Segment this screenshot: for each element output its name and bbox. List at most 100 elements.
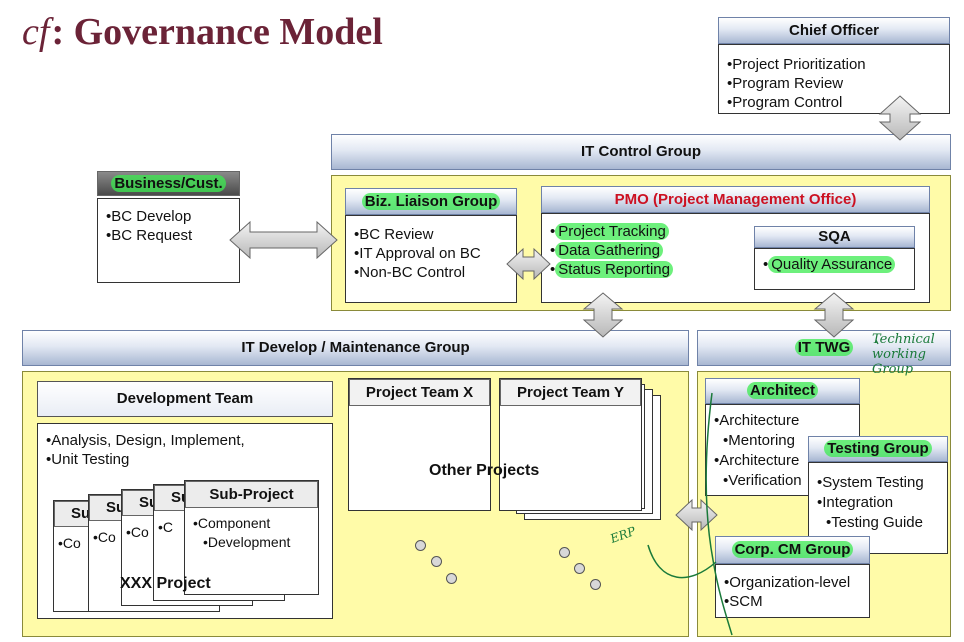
project-team-y: Project Team Y [499,378,642,511]
subproject-back-item: •Co [58,535,81,551]
architect-item: Mentoring [714,431,851,451]
biz-liaison-box: BC Review IT Approval on BC Non-BC Contr… [345,215,517,303]
subproject-back-item-text: C [162,519,174,535]
pmo-item: Project Tracking [550,222,921,241]
subproject-item-text: Development [207,534,291,550]
corp-cm-box: Organization-level SCM [715,564,870,618]
subproject-back-item-text: Co [62,535,81,551]
project-team-x: Project Team X [348,378,491,511]
subproject-back-item-text: Co [97,529,116,545]
business-item: BC Request [106,226,231,245]
business-item: BC Develop [106,207,231,226]
it-control-group-title: IT Control Group [581,143,701,160]
testing-item: System Testing [817,473,939,493]
corp-cm-item-text: SCM [729,593,763,610]
dev-team-item: Analysis, Design, Implement, [46,431,324,450]
subproject-back-item: •Co [126,524,149,540]
subproject-back-item-text: Co [130,524,149,540]
project-team-x-header: Project Team X [349,379,490,406]
pen-stroke [875,339,879,345]
sqa-header: SQA [754,226,915,248]
it-develop-header: IT Develop / Maintenance Group [22,330,689,366]
pmo-title: PMO (Project Management Office) [614,191,857,208]
chief-officer-box: Project Prioritization Program Review Pr… [718,44,950,114]
handwriting-line: Group [872,362,914,377]
handwritten-note-twg: Technical working Group [872,332,935,377]
title-text: : Governance Model [51,11,383,53]
chief-officer-title: Chief Officer [788,22,879,39]
pen-stroke [647,544,717,579]
pmo-item-text: Data Gathering [555,242,663,259]
architect-item: Architecture [714,411,851,431]
handwriting-line: working [872,347,926,362]
biz-liaison-item: IT Approval on BC [354,244,508,263]
double-arrow-icon [878,95,922,141]
sqa-title: SQA [818,228,851,245]
chief-item: Project Prioritization [727,55,941,74]
corp-cm-item: Organization-level [724,573,861,592]
pen-stroke [705,392,733,636]
double-arrow-icon [229,220,338,260]
xxx-project-label: XXX Project [120,575,211,592]
subproject-back-item: •C [158,519,174,535]
other-projects-label: Other Projects [429,462,540,479]
pmo-item-text: Status Reporting [555,261,673,278]
project-team-y-header: Project Team Y [500,379,641,406]
business-customer-title: Business/Cust. [111,175,226,192]
subproject-item: Component [193,514,310,533]
handwriting-line: Technical [872,332,935,347]
architect-item: Verification [714,471,851,491]
architect-item-text: Mentoring [728,432,795,449]
corp-cm-header: Corp. CM Group [715,536,870,564]
pmo-item: Status Reporting [550,260,921,279]
ellipsis-dot [431,556,442,567]
chief-officer-header: Chief Officer [718,17,950,44]
testing-item-text: Testing Guide [831,514,923,531]
development-team-header: Development Team [37,381,333,417]
sqa-item-text: Quality Assurance [768,256,896,273]
architect-title: Architect [746,382,819,399]
subproject-header: Sub-Project [185,481,318,508]
ellipsis-dot [574,563,585,574]
biz-liaison-item: Non-BC Control [354,263,508,282]
architect-item-text: Verification [728,472,802,489]
ellipsis-dot [415,540,426,551]
it-twg-header: IT TWG [697,330,951,366]
pmo-item-text: Project Tracking [555,223,669,240]
biz-liaison-header: Biz. Liaison Group [345,188,517,215]
pmo-item: Data Gathering [550,241,921,260]
sqa-item: Quality Assurance [763,255,906,274]
sqa-box: Quality Assurance [754,248,915,290]
chief-item: Program Control [727,93,941,112]
architect-item: Architecture [714,451,851,471]
testing-group-title: Testing Group [824,440,932,457]
biz-liaison-title: Biz. Liaison Group [361,193,501,210]
it-twg-title: IT TWG [794,339,854,356]
testing-group-header: Testing Group [808,436,948,462]
architect-header: Architect [705,378,860,404]
testing-item: Integration [817,493,939,513]
business-customer-header: Business/Cust. [97,171,240,196]
corp-cm-title: Corp. CM Group [731,541,854,558]
double-arrow-icon [675,498,718,532]
ellipsis-dot [446,573,457,584]
double-arrow-icon [582,292,624,338]
ellipsis-dot [590,579,601,590]
pmo-header: PMO (Project Management Office) [541,186,930,213]
title-mark: cf [22,11,50,53]
business-customer-box: BC Develop BC Request [97,198,240,283]
ellipsis-dot [559,547,570,558]
it-develop-title: IT Develop / Maintenance Group [241,339,470,356]
subproject-back-item: •Co [93,529,116,545]
subproject-card: Sub-Project Component Development [184,480,319,595]
it-control-group-header: IT Control Group [331,134,951,170]
corp-cm-item: SCM [724,592,861,611]
page-title: cf: Governance Model [22,10,383,54]
double-arrow-icon [813,292,855,338]
development-team-title: Development Team [116,390,254,407]
dev-team-item: Unit Testing [46,450,324,469]
testing-item: Testing Guide [817,513,939,533]
double-arrow-icon [506,247,551,281]
biz-liaison-item: BC Review [354,225,508,244]
